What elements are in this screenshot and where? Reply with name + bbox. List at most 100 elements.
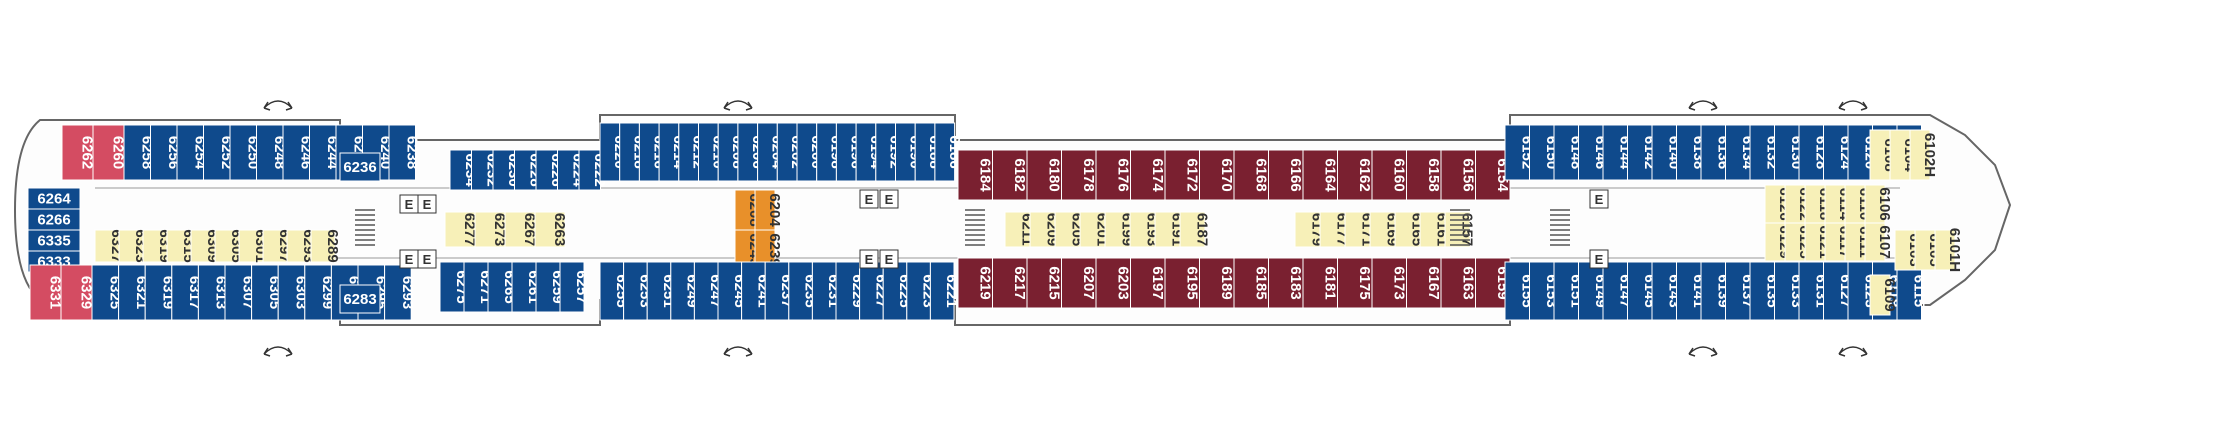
cabin-box[interactable]: [1651, 124, 1677, 181]
cabin-6150[interactable]: 6150: [1529, 124, 1560, 181]
cabin-6289[interactable]: 6289: [310, 229, 341, 263]
cabin-6260[interactable]: 6260: [92, 124, 127, 181]
cabin-box[interactable]: [474, 211, 506, 248]
cabin-6329[interactable]: 6329: [60, 264, 95, 321]
cabin-box[interactable]: [118, 229, 144, 263]
cabin-box[interactable]: [1847, 261, 1873, 321]
cabin-box[interactable]: [1095, 257, 1131, 309]
cabin-box[interactable]: [1504, 261, 1530, 321]
cabin-6293[interactable]: 6293: [384, 264, 416, 321]
cabin-6207[interactable]: 6207: [1061, 257, 1097, 309]
cabin-box[interactable]: [1725, 261, 1751, 321]
cabin-box[interactable]: [1026, 149, 1062, 201]
cabin-6167[interactable]: 6167: [1406, 257, 1442, 309]
cabin-box[interactable]: [1054, 211, 1081, 248]
cabin-box[interactable]: [256, 124, 284, 181]
cabin-6275[interactable]: 6275: [439, 261, 470, 313]
cabin-box[interactable]: [91, 264, 120, 321]
cabin-6283[interactable]: 6283: [339, 284, 381, 314]
cabin-6197[interactable]: 6197: [1130, 257, 1166, 309]
cabin-box[interactable]: [1199, 149, 1235, 201]
cabin-6106[interactable]: 6106: [1864, 184, 1893, 224]
cabin-6204[interactable]: 6204: [754, 189, 783, 231]
cabin-box[interactable]: [277, 264, 306, 321]
cabin-box[interactable]: [1602, 124, 1628, 181]
cabin-6262[interactable]: 6262: [61, 124, 96, 181]
cabin-6170[interactable]: 6170: [1199, 149, 1235, 201]
cabin-6267[interactable]: 6267: [504, 211, 538, 248]
cabin-box[interactable]: [934, 122, 956, 182]
cabin-box[interactable]: [1627, 261, 1653, 321]
cabin-6238[interactable]: 6238: [388, 124, 420, 181]
cabin-6101H[interactable]: 6101H: [1934, 228, 1963, 272]
cabin-6174[interactable]: 6174: [1130, 149, 1166, 201]
cabin-box[interactable]: [1847, 124, 1873, 181]
cabin-box[interactable]: [535, 261, 561, 313]
cabin-6182[interactable]: 6182: [992, 149, 1028, 201]
cabin-6203[interactable]: 6203: [1095, 257, 1131, 309]
cabin-6215[interactable]: 6215: [1026, 257, 1062, 309]
cabin-box[interactable]: [61, 124, 94, 181]
cabin-box[interactable]: [1029, 211, 1056, 248]
cabin-box[interactable]: [1774, 261, 1800, 321]
cabin-box[interactable]: [1823, 124, 1849, 181]
cabin-box[interactable]: [384, 264, 412, 321]
cabin-box[interactable]: [339, 284, 381, 314]
cabin-6181[interactable]: 6181: [1302, 257, 1338, 309]
cabin-6166[interactable]: 6166: [1268, 149, 1304, 201]
cabin-box[interactable]: [1419, 211, 1446, 248]
cabin-6107[interactable]: 6107: [1864, 222, 1893, 262]
cabin-box[interactable]: [203, 124, 231, 181]
cabin-box[interactable]: [1529, 261, 1555, 321]
cabin-box[interactable]: [1406, 149, 1442, 201]
cabin-6264[interactable]: 6264: [27, 187, 81, 210]
cabin-box[interactable]: [1164, 257, 1200, 309]
cabin-6158[interactable]: 6158: [1406, 149, 1442, 201]
cabin-6221[interactable]: 6221: [929, 261, 960, 321]
cabin-box[interactable]: [1627, 124, 1653, 181]
cabin-box[interactable]: [224, 264, 253, 321]
cabin-box[interactable]: [1700, 124, 1726, 181]
cabin-6163[interactable]: 6163: [1440, 257, 1476, 309]
cabin-box[interactable]: [1199, 257, 1235, 309]
cabin-box[interactable]: [1869, 274, 1891, 316]
cabin-6173[interactable]: 6173: [1371, 257, 1407, 309]
cabin-box[interactable]: [29, 264, 62, 321]
cabin-box[interactable]: [992, 149, 1028, 201]
cabin-box[interactable]: [1319, 211, 1346, 248]
cabin-6236[interactable]: 6236: [339, 152, 381, 182]
cabin-box[interactable]: [1725, 124, 1751, 181]
cabin-box[interactable]: [1344, 211, 1371, 248]
cabin-6266[interactable]: 6266: [27, 208, 81, 231]
cabin-box[interactable]: [1233, 257, 1269, 309]
cabin-box[interactable]: [309, 124, 337, 181]
cabin-6162[interactable]: 6162: [1337, 149, 1373, 201]
cabin-6168[interactable]: 6168: [1233, 149, 1269, 201]
cabin-box[interactable]: [388, 124, 416, 181]
cabin-box[interactable]: [1371, 149, 1407, 201]
cabin-box[interactable]: [1578, 261, 1604, 321]
cabin-6257[interactable]: 6257: [559, 261, 590, 313]
cabin-box[interactable]: [534, 211, 566, 248]
cabin-box[interactable]: [957, 257, 993, 309]
cabin-6195[interactable]: 6195: [1164, 257, 1200, 309]
cabin-6160[interactable]: 6160: [1371, 149, 1407, 201]
cabin-box[interactable]: [1440, 257, 1476, 309]
cabin-box[interactable]: [1061, 257, 1097, 309]
cabin-box[interactable]: [92, 124, 125, 181]
cabin-6321[interactable]: 6321: [118, 264, 150, 321]
cabin-box[interactable]: [238, 229, 264, 263]
cabin-box[interactable]: [142, 229, 168, 263]
cabin-6115[interactable]: 6115: [1896, 261, 1927, 321]
cabin-6252[interactable]: 6252: [203, 124, 235, 181]
cabin-box[interactable]: [1553, 124, 1579, 181]
cabin-6299[interactable]: 6299: [304, 264, 336, 321]
cabin-box[interactable]: [304, 264, 332, 321]
cabin-box[interactable]: [1823, 261, 1849, 321]
cabin-6273[interactable]: 6273: [474, 211, 508, 248]
cabin-box[interactable]: [1095, 149, 1131, 201]
cabin-box[interactable]: [94, 229, 120, 263]
cabin-6178[interactable]: 6178: [1061, 149, 1097, 201]
cabin-box[interactable]: [1406, 257, 1442, 309]
cabin-box[interactable]: [251, 264, 279, 321]
